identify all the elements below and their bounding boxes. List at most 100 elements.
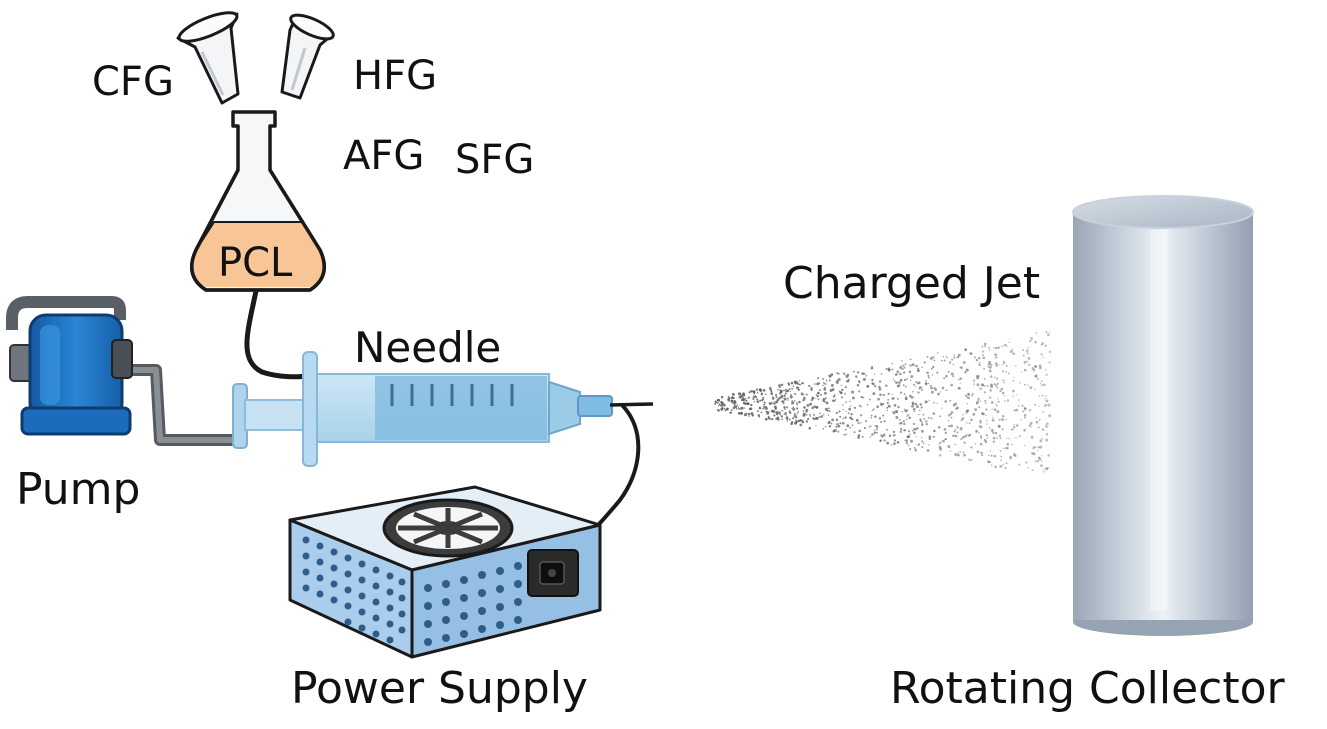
jet-particle [750,390,753,393]
syringe [232,351,613,467]
jet-particle [903,408,906,411]
jet-particle [844,393,847,395]
jet-particle [860,395,863,399]
jet-particle [891,362,894,365]
jet-particle [776,398,780,402]
jet-particle [900,379,903,382]
jet-particle [981,412,984,416]
jet-particle [868,426,870,428]
jet-particle [936,371,939,374]
jet-particle [986,437,989,439]
jet-particle [952,375,955,378]
jet-particle [798,420,801,423]
jet-particle [851,424,854,427]
jet-particle [909,448,912,451]
jet-particle [953,356,956,359]
jet-particle [973,382,975,384]
jet-particle [782,400,785,403]
jet-particle [753,393,756,395]
jet-particle [1029,339,1032,343]
jet-particle [773,401,775,403]
jet-particle [991,429,994,431]
jet-particle [899,418,901,421]
jet-particle [770,389,773,392]
jet-particle [923,417,926,420]
jet-particle [739,392,741,394]
jet-particle [1015,408,1019,412]
jet-particle [841,422,845,425]
jet-particle [918,413,920,416]
jet-particle [731,397,733,400]
jet-particle [983,391,986,394]
jet-particle [845,375,849,379]
jet-particle [828,379,831,382]
jet-particle [830,422,833,425]
jet-particle [995,403,997,405]
jet-particle [970,446,973,449]
jet-particle [1028,363,1031,366]
jet-particle [737,406,740,408]
jet-particle [895,373,898,376]
jet-particle [956,452,959,454]
jet-particle [787,397,789,400]
jet-particle [781,396,784,399]
jet-particle [939,415,942,418]
jet-particle [950,372,954,376]
jet-particle [1001,370,1005,373]
afg-label: AFG [343,133,425,179]
needle [609,402,654,407]
jet-particle [1039,439,1043,443]
jet-particle [929,438,931,441]
jet-particle [1028,357,1031,360]
jet-particle [919,409,921,412]
jet-particle [980,451,983,455]
jet-particle [1012,389,1015,393]
jet-particle [1002,361,1005,364]
jet-particle [823,400,826,403]
jet-particle [779,389,782,392]
jet-particle [1002,463,1005,466]
cfg-funnel [176,11,240,105]
jet-particle [801,421,804,424]
jet-particle [790,422,793,426]
jet-particle [887,367,891,371]
jet-particle [808,413,811,416]
jet-particle [950,416,953,419]
jet-particle [945,389,948,392]
jet-particle [997,424,1001,428]
jet-particle [836,372,839,375]
jet-particle [1023,368,1027,372]
jet-particle [996,386,999,389]
jet-particle [1048,361,1051,364]
jet-particle [764,407,768,410]
jet-particle [942,439,945,443]
jet-particle [822,398,825,401]
jet-particle [802,410,805,412]
jet-particle [948,361,951,364]
jet-particle [914,402,918,406]
jet-particle [792,406,795,409]
jet-particle [795,421,798,424]
jet-particle [829,375,832,378]
flask-tube [244,288,313,380]
jet-particle [971,394,974,397]
jet-particle [924,400,928,404]
jet-particle [903,393,906,396]
jet-particle [999,364,1001,366]
jet-particle [953,354,956,356]
jet-particle [908,416,911,420]
jet-particle [972,412,976,416]
jet-particle [981,454,984,457]
jet-particle [996,410,1000,414]
jet-particle [950,383,953,387]
jet-particle [726,407,729,411]
jet-particle [787,399,789,401]
jet-particle [777,418,780,421]
jet-particle [909,433,911,435]
jet-particle [1033,364,1037,368]
jet-particle [968,422,971,425]
jet-particle [982,350,985,353]
jet-particle [967,396,970,400]
jet-particle [960,437,963,441]
jet-particle [1008,341,1010,344]
